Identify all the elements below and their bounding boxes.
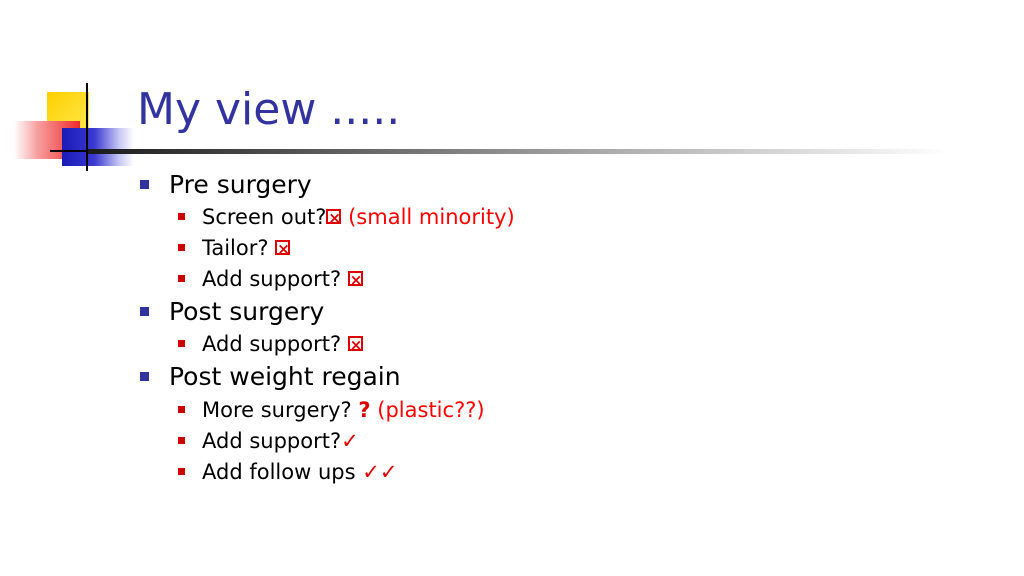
sub-bullet-tailor: Tailor? × [178,235,291,261]
sub-bullet-label: Screen out? [202,205,327,229]
sub-bullet-label: Add support? [202,332,342,356]
x-box-icon: × [326,208,342,227]
bullet-label: Post weight regain [169,362,401,391]
sub-bullet-note: (plastic??) [377,398,485,422]
title-underline [88,149,948,154]
check-icon: ✓ [341,429,359,453]
sub-bullet-label: Add follow ups [202,460,356,484]
bullet-square-icon [178,405,185,413]
bullet-square-icon [178,467,185,475]
sub-bullet-more-surgery: More surgery? ? (plastic??) [178,397,485,423]
bullet-label: Post surgery [169,297,325,326]
sub-bullet-label: More surgery? [202,398,352,422]
sub-bullet-label: Add support? [202,267,342,291]
x-box-icon: × [347,335,363,354]
bullet-square-icon [178,274,185,282]
sub-bullet-add-support-post: Add support? × [178,331,363,357]
bullet-pre-surgery: Pre surgery [140,170,312,200]
bullet-square-icon [178,339,185,347]
logo-blue-bar [62,128,134,166]
bullet-square-icon [178,436,185,444]
bullet-square-icon [140,179,149,189]
sub-bullet-label: Tailor? [202,236,269,260]
sub-bullet-note: (small minority) [348,205,515,229]
bullet-post-weight-regain: Post weight regain [140,362,401,392]
question-icon: ? [358,398,371,422]
logo-vertical-line [86,83,88,171]
sub-bullet-screen-out: Screen out?× (small minority) [178,204,515,230]
bullet-post-surgery: Post surgery [140,297,324,327]
slide-title: My view ..... [137,84,401,135]
x-box-icon: × [275,239,291,258]
double-check-icon: ✓✓ [362,460,398,484]
bullet-square-icon [140,371,149,381]
sub-bullet-add-follow-ups: Add follow ups ✓✓ [178,459,397,485]
sub-bullet-add-support-pre: Add support? × [178,266,363,292]
sub-bullet-add-support-regain: Add support?✓ [178,428,359,454]
x-box-icon: × [347,270,363,289]
bullet-label: Pre surgery [169,170,312,199]
bullet-square-icon [140,306,149,316]
bullet-square-icon [178,243,185,251]
sub-bullet-label: Add support? [202,429,342,453]
bullet-square-icon [178,212,185,220]
